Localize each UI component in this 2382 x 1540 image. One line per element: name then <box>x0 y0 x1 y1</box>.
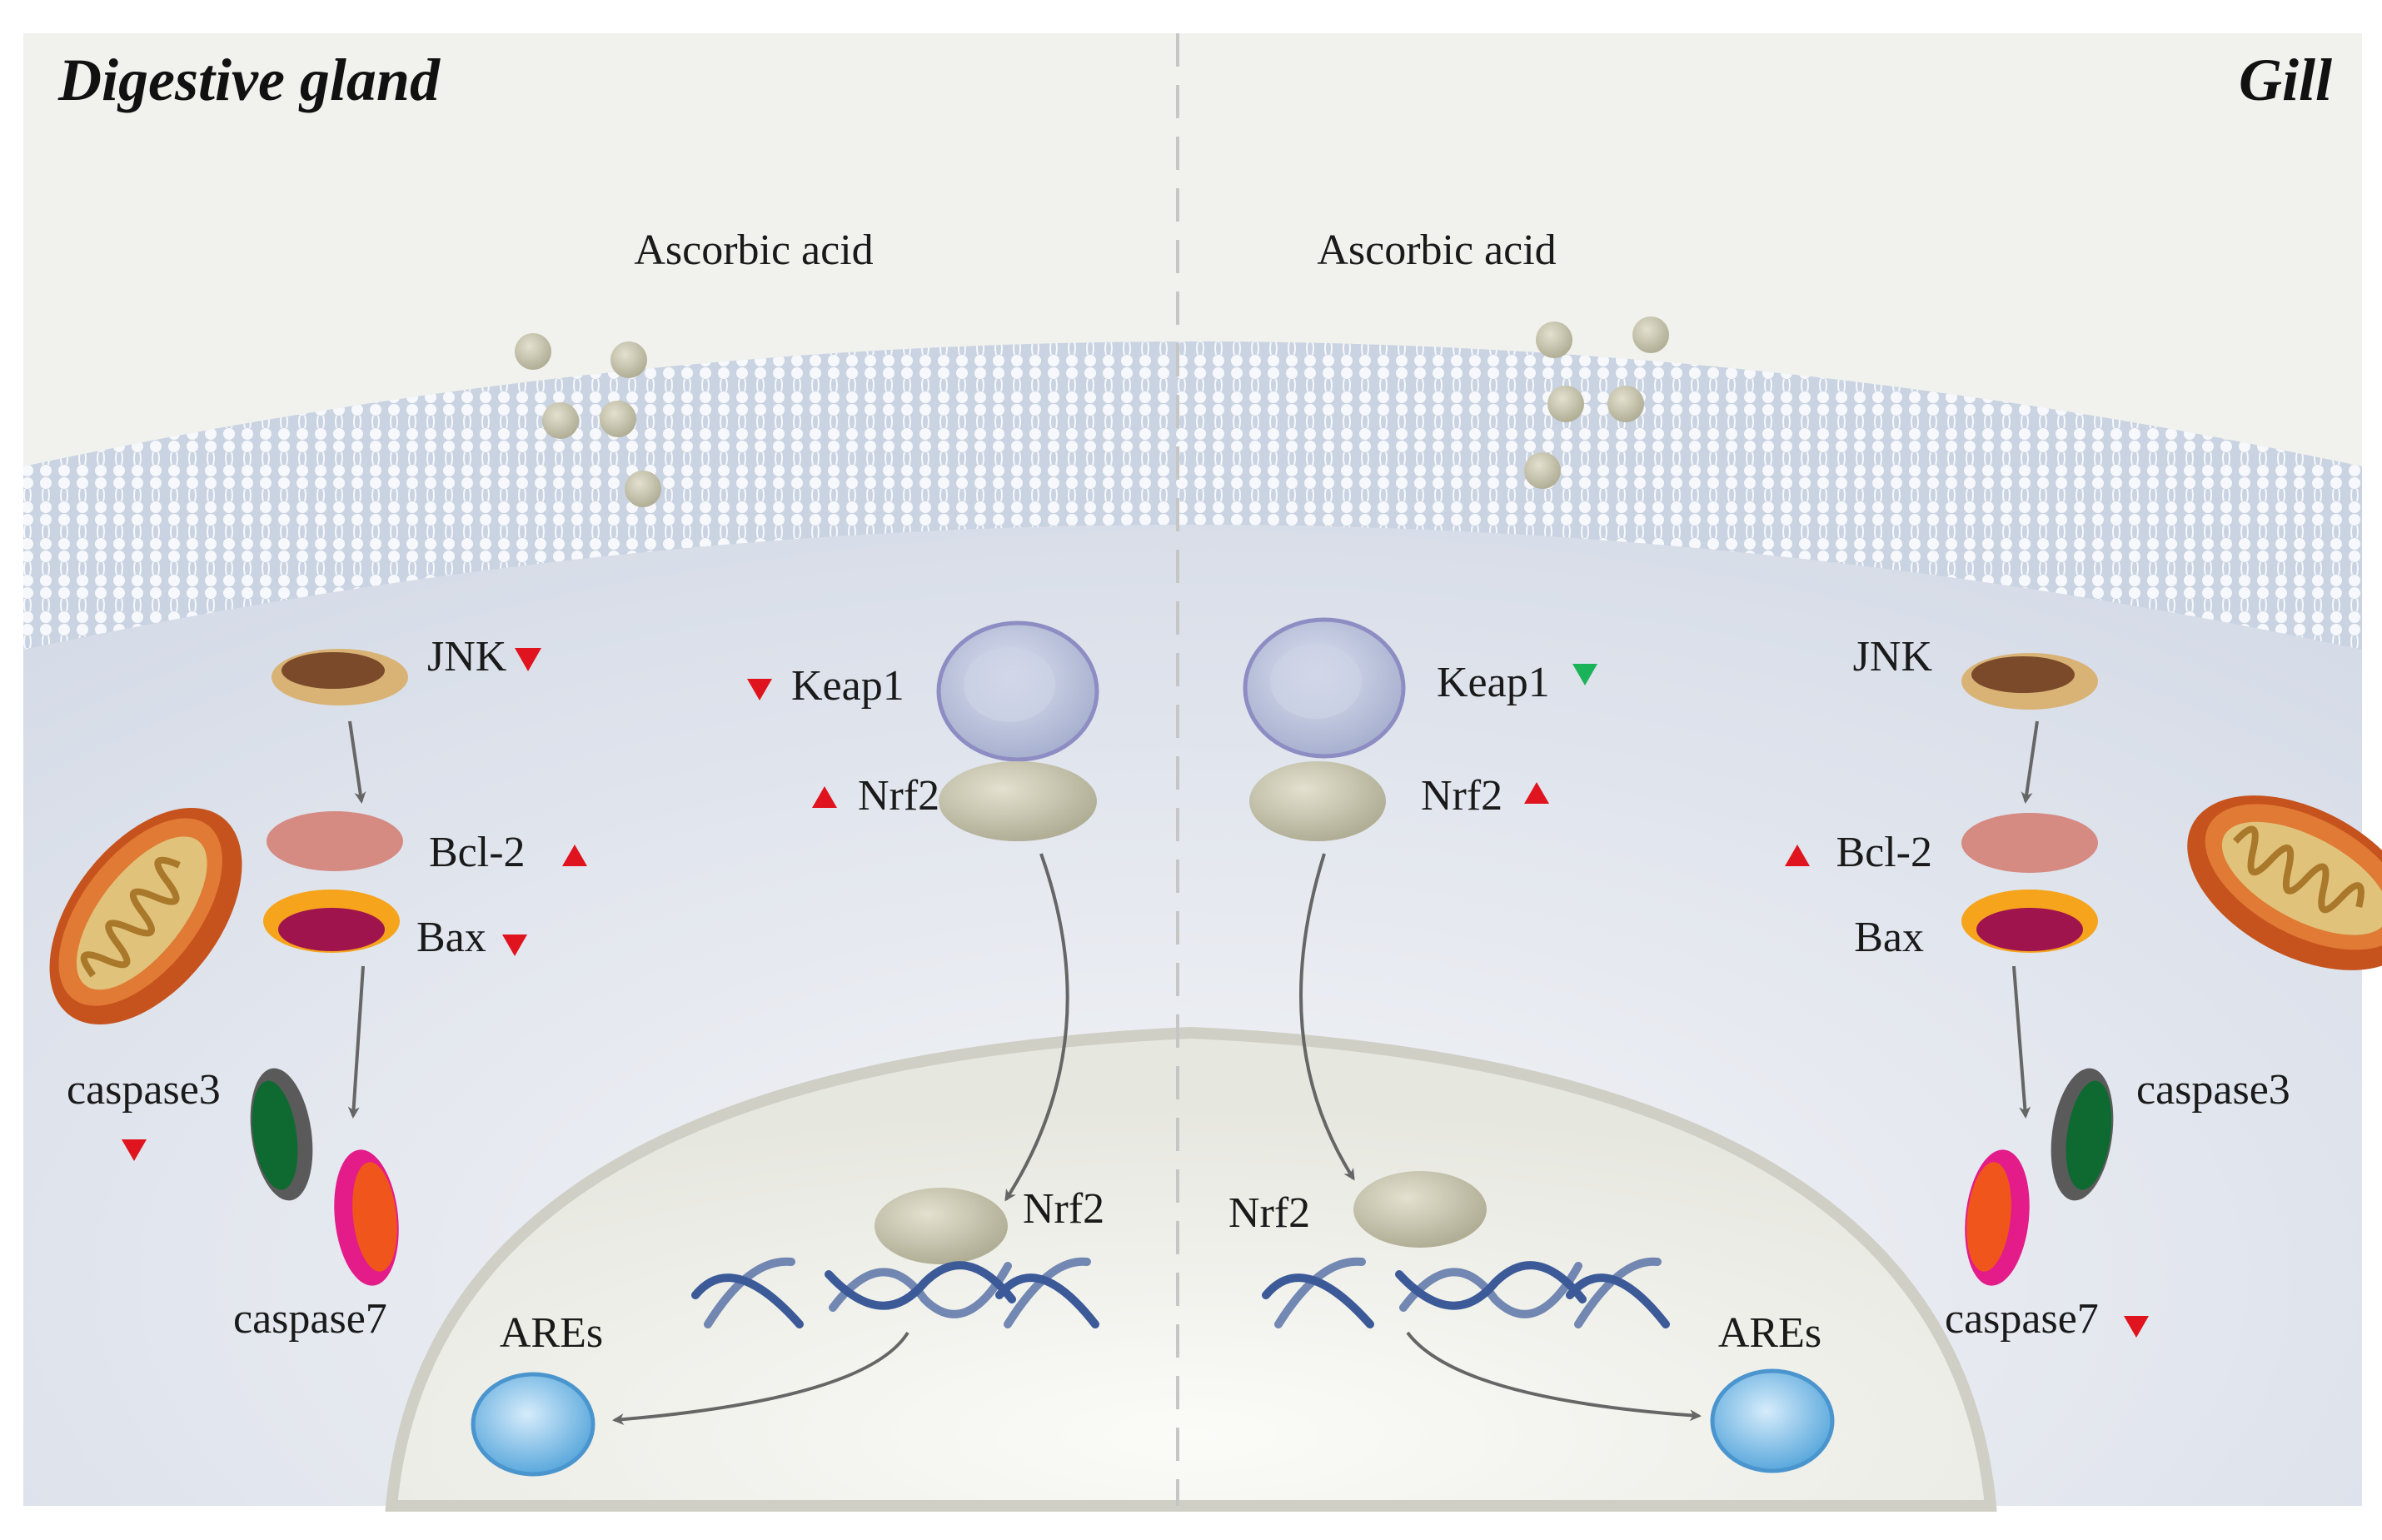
right-arrow-bax-caspase3 <box>2012 965 2031 1119</box>
ascorbic-particle <box>542 402 579 439</box>
right-nrf2-up-marker <box>1524 782 1549 804</box>
right-nrf2-nucleus-protein <box>1353 1171 1487 1248</box>
left-caspase7-protein <box>334 1149 399 1286</box>
left-ares-label: AREs <box>500 1309 603 1357</box>
left-nrf2-nucleus-label: Nrf2 <box>1023 1185 1104 1233</box>
right-keap1-label: Keap1 <box>1437 659 1550 706</box>
left-bax-protein <box>263 890 400 953</box>
right-mitochondrion <box>2187 795 2382 970</box>
right-panel-title: Gill <box>2239 47 2332 113</box>
left-stimulus-label: Ascorbic acid <box>634 227 873 274</box>
ascorbic-particle <box>625 471 661 507</box>
left-arrow-jnk-bcl2 <box>348 720 366 804</box>
left-bax-label: Bax <box>416 914 486 961</box>
left-bcl2-up-marker <box>562 845 587 866</box>
left-arrow-dna-ares <box>612 1331 909 1426</box>
ascorbic-particle <box>1536 321 1572 358</box>
right-bax-protein <box>1961 890 2098 953</box>
right-nrf2-nucleus-label: Nrf2 <box>1228 1189 1310 1237</box>
left-panel-title: Digestive gland <box>57 47 441 113</box>
left-jnk-down-marker <box>515 648 541 671</box>
left-jnk-label: JNK <box>427 633 507 680</box>
left-bax-down-marker <box>502 934 527 956</box>
left-mitochondrion <box>49 807 242 1025</box>
ascorbic-particle <box>600 401 636 437</box>
right-nrf2-cytoplasm-label: Nrf2 <box>1421 772 1502 820</box>
right-caspase7-protein <box>1965 1149 2030 1286</box>
right-ares-label: AREs <box>1718 1309 1821 1357</box>
left-keap1-highlight <box>964 647 1055 722</box>
right-keap1-down-marker <box>1572 664 1597 685</box>
right-jnk-protein <box>1961 653 2098 710</box>
right-caspase3-label: caspase3 <box>2136 1066 2290 1114</box>
left-nrf2-up-marker <box>812 786 837 808</box>
left-dna-strand <box>691 1257 1099 1328</box>
left-keap1-label: Keap1 <box>791 662 904 710</box>
right-ascorbic-particles <box>1524 316 1669 489</box>
ascorbic-particle <box>1607 386 1644 422</box>
left-jnk-protein <box>272 649 408 705</box>
ascorbic-particle <box>1632 316 1669 353</box>
left-arrow-bax-caspase7 <box>347 965 365 1119</box>
ascorbic-particle <box>515 333 551 370</box>
left-caspase3-down-marker <box>122 1139 147 1161</box>
right-bcl2-label: Bcl-2 <box>1836 829 1932 876</box>
right-ares-element <box>1710 1368 1835 1473</box>
right-jnk-label: JNK <box>1853 633 1933 680</box>
left-caspase3-label: caspase3 <box>67 1066 221 1114</box>
left-caspase3-protein <box>250 1068 313 1201</box>
left-bcl2-label: Bcl-2 <box>429 829 526 876</box>
left-bcl2-protein <box>267 811 403 871</box>
right-bcl2-up-marker <box>1785 845 1810 866</box>
left-ascorbic-particles <box>515 333 661 507</box>
right-stimulus-label: Ascorbic acid <box>1317 227 1556 274</box>
left-caspase7-label: caspase7 <box>233 1295 387 1343</box>
left-keap1-down-marker <box>747 679 772 700</box>
right-caspase7-label: caspase7 <box>1945 1295 2099 1343</box>
left-ares-element <box>471 1372 596 1477</box>
left-nrf2-cytoplasm-protein <box>939 761 1097 841</box>
ascorbic-particle <box>610 341 647 378</box>
right-arrow-nrf2-translocation <box>1299 853 1355 1181</box>
left-nrf2-cytoplasm-label: Nrf2 <box>858 772 939 820</box>
right-keap1-highlight <box>1270 644 1362 719</box>
ascorbic-particle <box>1547 386 1584 422</box>
right-bax-label: Bax <box>1854 914 1924 961</box>
right-caspase3-protein <box>2051 1068 2114 1201</box>
right-bcl2-protein <box>1961 813 2098 873</box>
left-nrf2-nucleus-protein <box>875 1188 1008 1264</box>
right-arrow-jnk-bcl2 <box>2021 720 2039 804</box>
left-arrow-nrf2-translocation <box>1004 853 1069 1202</box>
ascorbic-particle <box>1524 452 1561 489</box>
right-arrow-dna-ares <box>1406 1331 1702 1422</box>
right-caspase7-down-marker <box>2124 1316 2149 1338</box>
nucleus <box>385 1026 1997 1512</box>
right-nrf2-cytoplasm-protein <box>1249 761 1386 841</box>
right-dna-strand <box>1262 1257 1670 1328</box>
